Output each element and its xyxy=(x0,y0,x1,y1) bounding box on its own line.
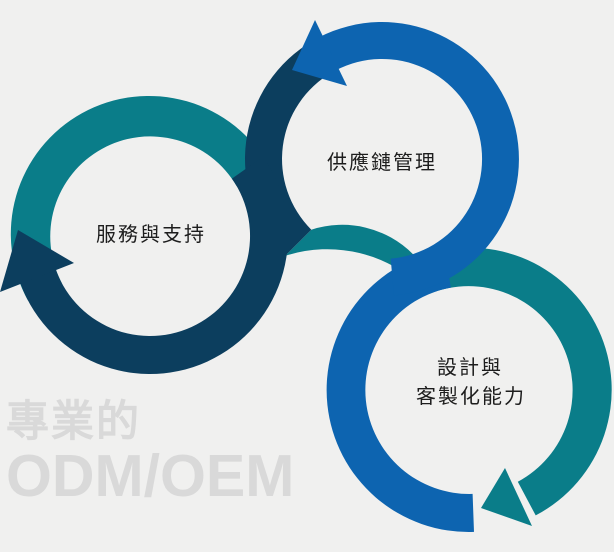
supply-arrowhead-icon xyxy=(292,20,347,86)
design-ring-blue-arc xyxy=(326,250,474,533)
service-ring-teal-arc xyxy=(10,95,270,301)
design-ring-label-line2: 客製化能力 xyxy=(416,385,526,408)
design-ring-teal-arc xyxy=(415,247,612,516)
supply-ring-blue-arc xyxy=(305,22,519,296)
design-arrowhead-icon xyxy=(481,468,532,526)
service-ring-label: 服務與支持 xyxy=(96,223,206,246)
service-arrowhead-icon xyxy=(0,230,74,292)
watermark-heading: 專業的 ODM/OEM xyxy=(6,398,295,510)
watermark-line1: 專業的 xyxy=(6,398,141,446)
watermark-line2: ODM/OEM xyxy=(6,443,295,510)
service-ring-navy-arc xyxy=(16,156,289,375)
supply-chain-ring-label: 供應鏈管理 xyxy=(327,150,437,174)
design-ring-label-line1: 設計與 xyxy=(437,356,503,379)
supply-ring-teal-bottom-arc xyxy=(285,224,425,290)
